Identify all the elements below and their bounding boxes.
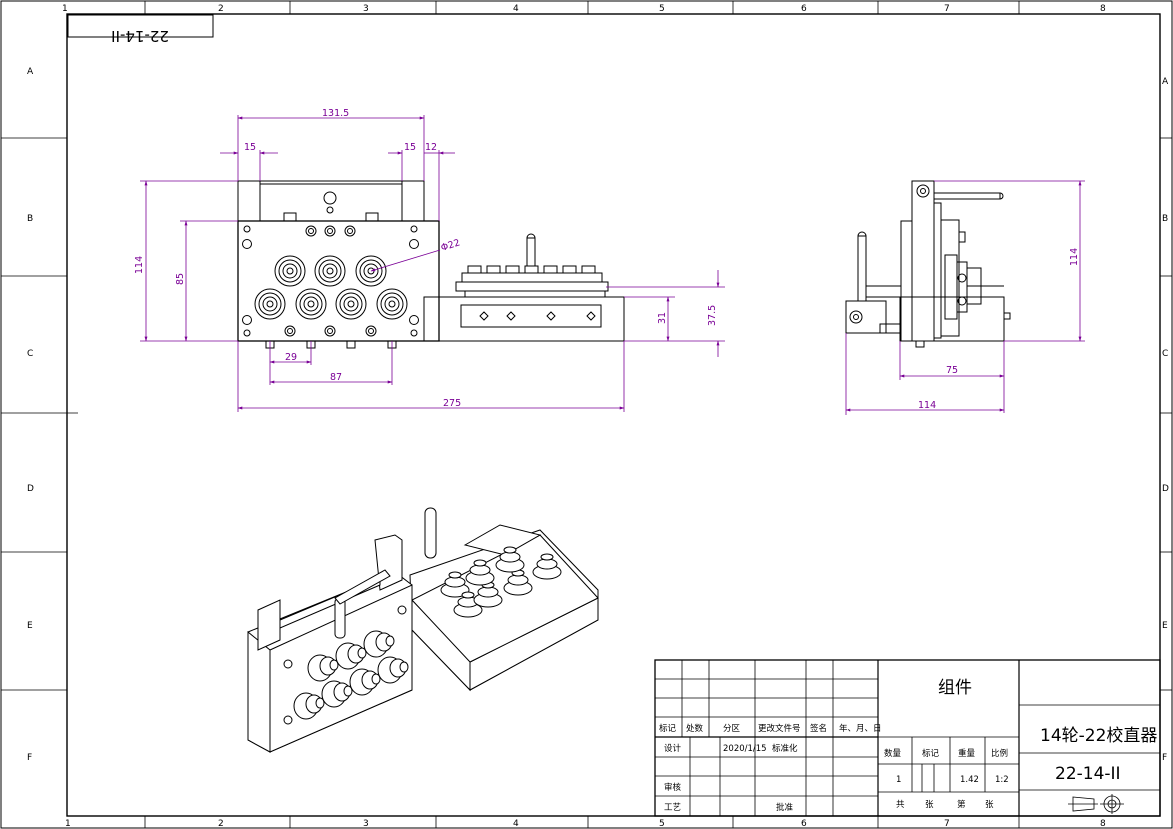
row-label-left: C — [27, 349, 33, 359]
tb-design-date: 2020/1/15 — [723, 744, 767, 754]
plate-holes — [242, 225, 419, 337]
col-label-top: 8 — [1100, 4, 1106, 14]
dim-overall-width: 131.5 — [322, 108, 349, 119]
row-label-right: E — [1162, 621, 1168, 631]
dim-roller-diameter: Φ22 — [440, 237, 462, 254]
tb-sheet-unit: 张 — [925, 800, 934, 810]
dim-plate-height: 85 — [175, 273, 186, 285]
row-label-left: E — [27, 621, 33, 631]
col-label-top: 3 — [363, 4, 369, 14]
tb-sheet-no-label: 第 — [957, 799, 966, 810]
rotated-number-box: 22-14-II — [67, 14, 214, 45]
dim-right-margin: 15 — [404, 142, 416, 153]
tb-weight-header: 重量 — [958, 748, 976, 759]
col-label-bottom: 8 — [1100, 819, 1106, 829]
dim-roller-span: 87 — [330, 372, 342, 383]
tb-process-label: 工艺 — [664, 803, 681, 813]
row-label-left: B — [27, 214, 33, 224]
tb-scale: 1:2 — [995, 775, 1009, 785]
dim-total-length: 275 — [443, 398, 461, 409]
col-label-bottom: 4 — [513, 819, 519, 829]
tb-weight: 1.42 — [960, 775, 979, 785]
tb-rev-mark: 标记 — [659, 723, 677, 734]
tb-rev-doc: 更改文件号 — [758, 723, 801, 734]
tb-approve-label: 批准 — [776, 802, 794, 813]
isometric-view — [247, 507, 599, 753]
dim-left-margin: 15 — [244, 142, 256, 153]
col-label-bottom: 1 — [65, 819, 71, 829]
col-label-top: 4 — [513, 4, 519, 14]
tb-scale-header: 比例 — [991, 748, 1008, 759]
tb-product-name: 14轮-22校直器 — [1040, 726, 1157, 746]
dim-front-height: 114 — [134, 256, 145, 274]
tb-qty-header: 数量 — [884, 748, 902, 759]
tb-mark-header: 标记 — [922, 748, 940, 759]
iso-back-rollers — [440, 546, 562, 618]
title-block-texts: 标记 处数 分区 更改文件号 签名 年、月、日 设计 2020/1/15 标准化… — [659, 678, 1157, 813]
row-label-right: B — [1162, 214, 1168, 224]
col-label-bottom: 2 — [218, 819, 224, 829]
front-top-rollers — [274, 255, 387, 287]
tb-standardization: 标准化 — [772, 743, 798, 754]
front-bottom-rollers — [254, 288, 408, 320]
dim-side-depth: 75 — [946, 365, 958, 376]
zone-labels: 1 2 3 4 5 6 7 8 1 2 3 4 5 6 7 8 A B C D … — [27, 4, 1169, 829]
title-block — [654, 659, 1161, 817]
iso-front-rollers — [293, 630, 409, 720]
row-label-right: D — [1162, 484, 1169, 494]
tb-qty: 1 — [896, 775, 901, 785]
dim-center-height: 37.5 — [707, 305, 718, 326]
tb-design-label: 设计 — [664, 743, 682, 754]
col-label-bottom: 7 — [944, 819, 950, 829]
side-view — [845, 180, 1011, 348]
row-label-right: F — [1162, 753, 1167, 763]
col-label-top: 5 — [659, 4, 665, 14]
col-label-top: 2 — [218, 4, 224, 14]
col-label-bottom: 5 — [659, 819, 665, 829]
tb-rev-date: 年、月、日 — [839, 723, 882, 734]
dim-base-height: 31 — [657, 312, 668, 324]
row-label-left: F — [27, 753, 32, 763]
tb-rev-zone: 分区 — [723, 724, 741, 734]
tb-review-label: 审核 — [664, 782, 682, 793]
col-label-top: 1 — [62, 4, 68, 14]
side-dimension-texts: 114 75 114 — [918, 248, 1080, 411]
col-label-top: 6 — [801, 4, 807, 14]
col-label-top: 7 — [944, 4, 950, 14]
col-label-bottom: 6 — [801, 819, 807, 829]
row-label-right: C — [1162, 349, 1168, 359]
tb-sheet-unit2: 张 — [985, 800, 994, 810]
row-label-left: A — [27, 67, 34, 77]
row-label-right: A — [1162, 77, 1169, 87]
front-view — [237, 180, 625, 349]
dim-right-small: 12 — [425, 142, 437, 153]
row-label-left: D — [27, 484, 34, 494]
front-dimensions — [140, 115, 725, 412]
tb-total-label: 共 — [896, 800, 905, 810]
dim-side-height: 114 — [1069, 248, 1080, 266]
tb-drawing-no: 22-14-II — [1055, 764, 1121, 784]
rotated-drawing-number: 22-14-II — [111, 27, 169, 45]
tb-rev-sign: 签名 — [810, 723, 827, 734]
tb-rev-count: 处数 — [686, 723, 704, 734]
dim-roller-pitch: 29 — [285, 352, 297, 363]
tb-category: 组件 — [938, 678, 972, 698]
side-dimensions — [845, 180, 1085, 415]
col-label-bottom: 3 — [363, 819, 369, 829]
dim-side-total: 114 — [918, 400, 936, 411]
